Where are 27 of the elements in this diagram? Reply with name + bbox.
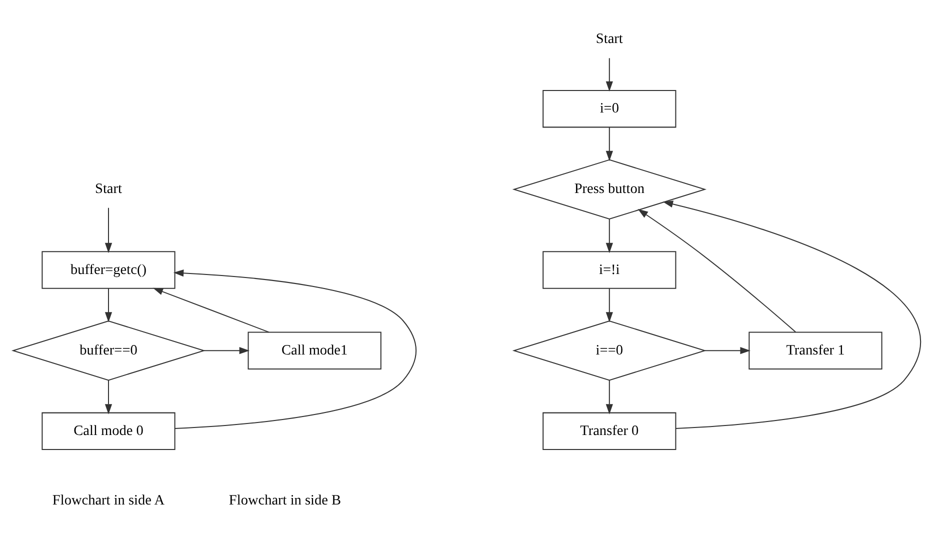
arrow xyxy=(605,288,612,322)
arrow xyxy=(605,219,612,254)
arrow xyxy=(605,127,612,162)
arrow xyxy=(605,380,612,414)
node-box: buffer=getc() xyxy=(41,251,175,289)
arrow xyxy=(104,288,112,322)
label: Flowchart in side A xyxy=(52,492,164,508)
arrow xyxy=(203,347,250,354)
arrow xyxy=(704,347,750,354)
node-box: Call mode 0 xyxy=(41,412,175,450)
node-diamond: i==0 xyxy=(512,320,706,381)
node-box: i=0 xyxy=(542,90,676,128)
arrow xyxy=(152,288,269,333)
arrow xyxy=(605,58,612,92)
arrow xyxy=(104,208,112,254)
label: Flowchart in side B xyxy=(228,492,341,508)
node-box: Transfer 1 xyxy=(748,332,882,370)
node-box: i=!i xyxy=(542,251,676,289)
node-box: Transfer 0 xyxy=(542,412,676,450)
node-diamond: buffer==0 xyxy=(10,320,206,381)
node-text: Start xyxy=(94,181,122,198)
arrow xyxy=(662,200,920,429)
arrow xyxy=(637,209,796,332)
arrow xyxy=(172,270,416,429)
node-text: Start xyxy=(595,31,622,48)
node-box: Call mode1 xyxy=(247,332,381,370)
arrow xyxy=(104,380,112,414)
